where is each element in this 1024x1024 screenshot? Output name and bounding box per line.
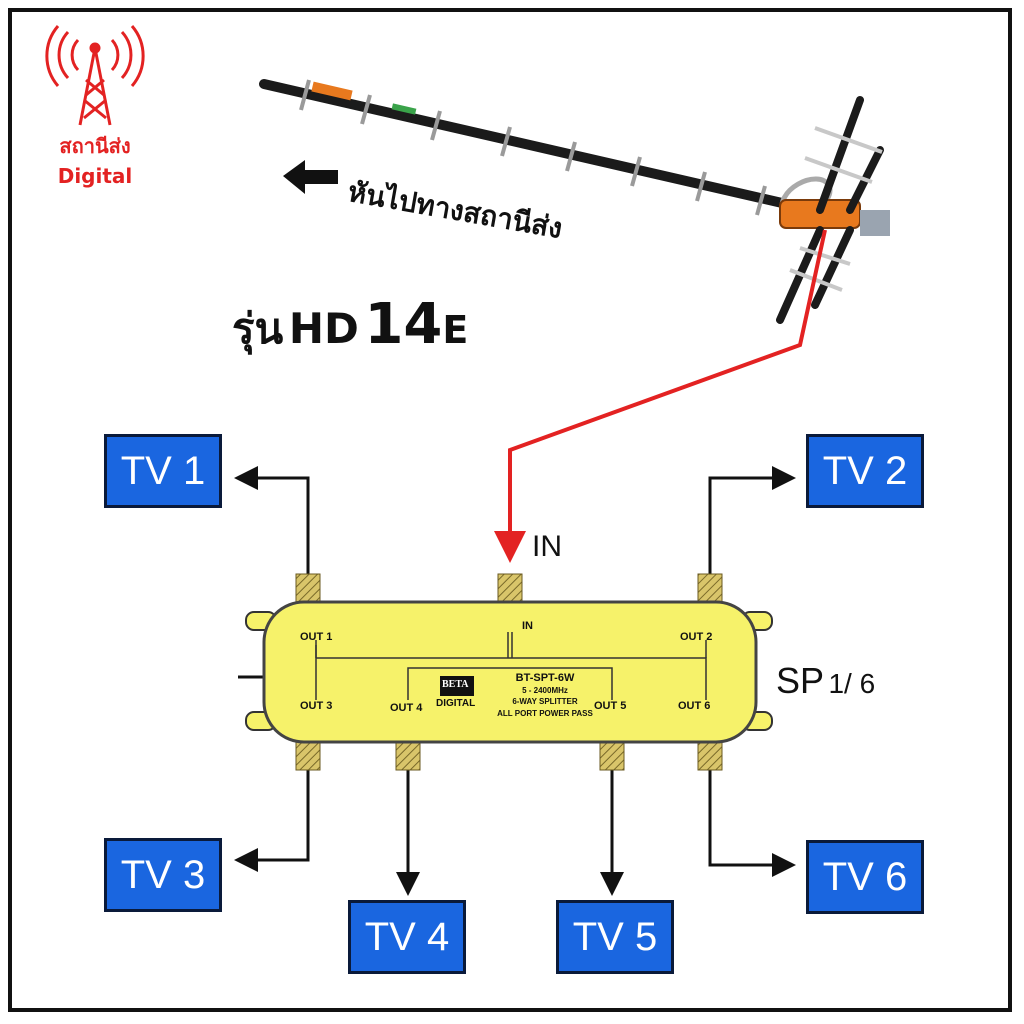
model-suffix: E	[442, 308, 469, 352]
sp-label: SP 1/ 6	[776, 660, 875, 702]
sp-ratio: 1/ 6	[828, 668, 876, 699]
connector-out2	[697, 573, 723, 605]
station-digital-label: Digital	[57, 164, 133, 188]
sp-text: SP	[776, 660, 825, 701]
model-name: HD	[288, 304, 359, 353]
station-label: สถานีส่ง	[59, 134, 131, 158]
cable-tv2	[708, 466, 796, 575]
splitter-model: BT-SPT-6W	[515, 672, 575, 684]
port-out1-label: OUT 1	[300, 631, 333, 643]
port-out3-label: OUT 3	[300, 700, 333, 712]
splitter-in-label: IN	[522, 620, 533, 632]
cable-tv6	[708, 770, 796, 877]
tv4-box: TV 4	[348, 900, 466, 974]
tv6-box: TV 6	[806, 840, 924, 914]
port-out4-label: OUT 4	[390, 702, 423, 714]
cable-tv1	[234, 466, 310, 575]
port-out5-label: OUT 5	[594, 700, 627, 712]
brand-digital: DIGITAL	[436, 698, 476, 709]
outer-frame	[8, 8, 1012, 1012]
connector-out5	[599, 739, 625, 771]
splitter-device	[245, 573, 773, 771]
beta-logo	[440, 676, 474, 696]
in-label: IN	[532, 530, 562, 563]
tv2-box: TV 2	[806, 434, 924, 508]
connector-out4	[395, 739, 421, 771]
signal-cable	[494, 229, 827, 563]
connector-out6	[697, 739, 723, 771]
tv1-box: TV 1	[104, 434, 222, 508]
connector-out3	[295, 739, 321, 771]
port-out2-label: OUT 2	[680, 631, 713, 643]
tv3-box: TV 3	[104, 838, 222, 912]
connector-in	[497, 573, 523, 605]
splitter-freq: 5 - 2400MHz	[522, 686, 568, 695]
model-number: 14	[364, 292, 443, 357]
antenna-image	[240, 30, 910, 350]
splitter-pass: ALL PORT POWER PASS	[497, 709, 593, 718]
direction-arrow-icon	[283, 160, 338, 194]
connector-out1	[295, 573, 321, 605]
brand-beta: BETA	[442, 679, 469, 690]
port-out6-label: OUT 6	[678, 700, 711, 712]
output-cables	[234, 466, 796, 896]
splitter-type: 6-WAY SPLITTER	[512, 697, 578, 706]
model-prefix: รุ่น	[232, 304, 284, 353]
tv5-box: TV 5	[556, 900, 674, 974]
tower-icon	[45, 25, 145, 126]
model-title: รุ่น HD 14E	[232, 292, 468, 362]
